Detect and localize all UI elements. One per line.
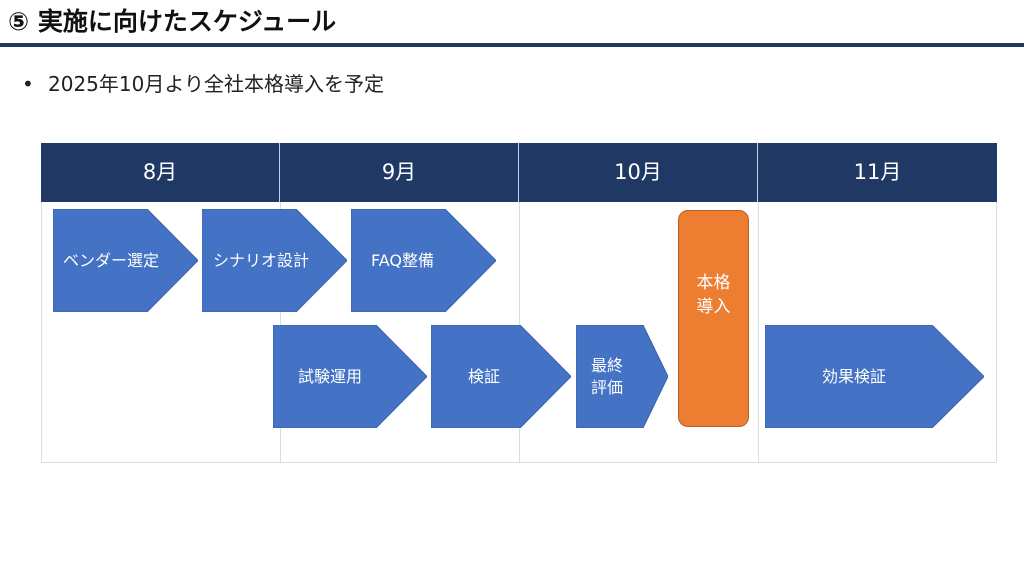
page-title: ⑤ 実施に向けたスケジュール: [8, 7, 337, 36]
month-header-sep: 9月: [280, 143, 519, 202]
task-label: 効果検証: [822, 366, 887, 386]
bullet-text: 2025年10月より全社本格導入を予定: [48, 72, 384, 96]
task-label: 検証: [468, 366, 501, 386]
task-label: 最終 評価: [591, 355, 624, 397]
task-verification: 検証: [431, 325, 571, 428]
task-faq-preparation: FAQ整備: [351, 209, 496, 312]
task-label: シナリオ設計: [213, 250, 310, 270]
task-scenario-design: シナリオ設計: [202, 209, 347, 312]
task-effect-verification: 効果検証: [765, 325, 984, 428]
month-header-nov: 11月: [758, 143, 997, 202]
task-label: ベンダー選定: [63, 250, 160, 270]
month-column-aug: [41, 202, 280, 463]
title-divider: [0, 43, 1024, 47]
task-final-evaluation: 最終 評価: [576, 325, 668, 428]
month-header-oct: 10月: [519, 143, 758, 202]
schedule-timeline: 8月 9月 10月 11月 ベンダー選定 シナリオ設計 FAQ整備 試験運用 検…: [41, 143, 997, 463]
task-vendor-selection: ベンダー選定: [53, 209, 198, 312]
task-trial-operation: 試験運用: [273, 325, 427, 428]
month-header-aug: 8月: [41, 143, 280, 202]
task-label: FAQ整備: [371, 250, 434, 270]
month-column-nov: [758, 202, 997, 463]
bullet-icon: •: [22, 72, 34, 96]
task-label: 試験運用: [298, 366, 363, 386]
milestone-full-rollout: 本格 導入: [678, 210, 749, 427]
bullet-item: • 2025年10月より全社本格導入を予定: [22, 70, 384, 98]
